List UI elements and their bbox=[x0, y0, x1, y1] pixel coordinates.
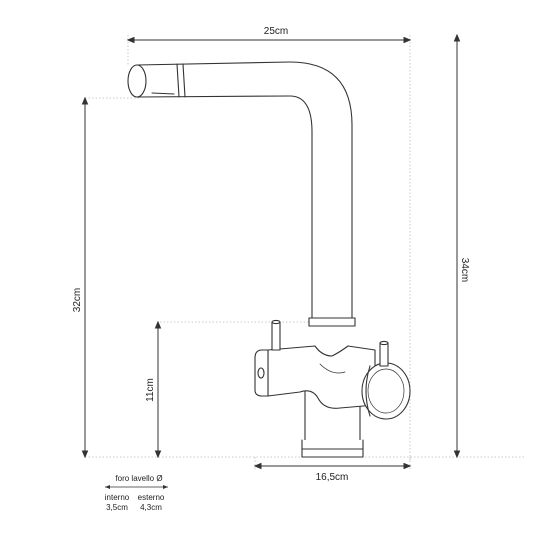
spout-nozzle bbox=[127, 64, 147, 98]
height-spout-label: 32cm bbox=[72, 288, 83, 312]
faucet-illustration bbox=[127, 61, 411, 458]
sink-hole-inner-label: interno bbox=[105, 493, 130, 502]
sink-hole-title: foro lavello Ø bbox=[115, 474, 162, 483]
left-cap bbox=[254, 349, 269, 397]
spout-pipe bbox=[136, 61, 353, 323]
right-cap-disc bbox=[361, 362, 411, 420]
height-body-label: 11cm bbox=[145, 378, 156, 402]
width-top-label: 25cm bbox=[264, 26, 288, 37]
mixer-body bbox=[267, 345, 376, 409]
height-total-label: 34cm bbox=[459, 258, 470, 282]
width-base-label: 16,5cm bbox=[316, 472, 349, 483]
right-handle bbox=[379, 342, 389, 367]
left-handle bbox=[271, 321, 281, 351]
sink-hole-inner-value: 3,5cm bbox=[106, 503, 128, 512]
sink-hole-outer-label: esterno bbox=[138, 493, 165, 502]
dimension-arrows bbox=[81, 33, 461, 470]
sink-hole-outer-value: 4,3cm bbox=[140, 503, 162, 512]
spout-collar bbox=[308, 317, 356, 327]
sink-hole-note: foro lavello Ø interno 3,5cm esterno 4,3… bbox=[105, 474, 168, 512]
